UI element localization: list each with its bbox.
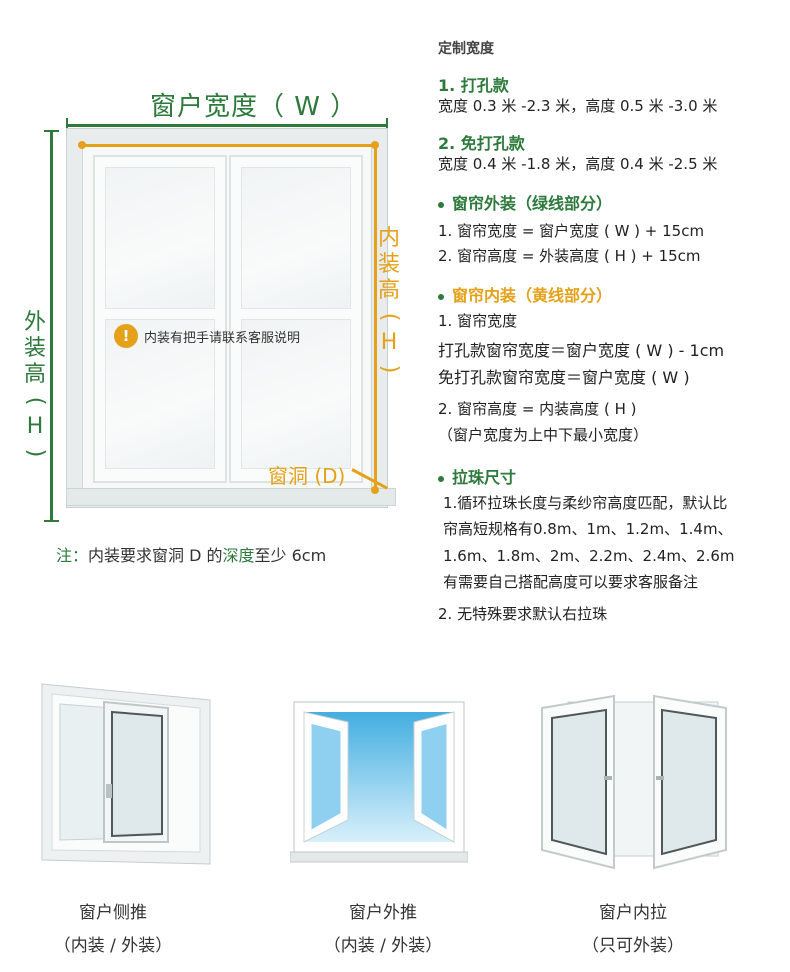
glass-pane [241,319,351,469]
bead-line: 有需要自己搭配高度可以要求客服备注 [443,573,699,591]
glass-pane [105,167,215,309]
inner-height-line [374,144,377,490]
outer-height-formula: 2. 窗帘高度 = 外装高度 ( H ) + 15cm [438,247,701,265]
type1-text: 宽度 0.3 米 -2.3 米，高度 0.5 米 -3.0 米 [438,97,718,115]
bead-line: 2. 无特殊要求默认右拉珠 [438,605,608,623]
bead-size-title: 拉珠尺寸 [438,464,516,488]
outward-window-caption: 窗户外推 （内装 / 外装） [323,903,443,956]
warning-icon: ! [114,324,138,348]
glass-pane [241,167,351,309]
notice-text: 内装有把手请联系客服说明 [144,330,301,346]
custom-width-title: 定制宽度 [438,41,494,57]
inner-line-dot [78,141,86,149]
inner-mount-title: 窗帘内装（黄线部分） [438,282,612,306]
bullet-icon [438,475,444,482]
left-sash [93,155,227,483]
width-dimension-line [66,118,388,133]
bullet-icon [438,293,444,300]
inner-width-drilled: 打孔款窗帘宽度＝窗户宽度 ( W ) - 1cm [438,341,725,360]
outer-mount-title: 窗帘外装（绿线部分） [438,190,612,214]
inner-width-line [82,144,372,147]
inner-height-label: 内 装 高 ( H ) [377,226,402,374]
inward-window-illustration [541,694,727,870]
handle-notice: ! 内装有把手请联系客服说明 [114,324,300,348]
inner-line-dot [371,486,379,494]
inward-window-caption: 窗户内拉 （只可外装） [582,903,684,956]
right-sash [229,155,363,483]
type2-text: 宽度 0.4 米 -1.8 米，高度 0.4 米 -2.5 米 [438,155,718,173]
bead-line: 1.6m、1.8m、2m、2.2m、2.4m、2.6m [443,547,735,565]
depth-note: 注：内装要求窗洞 D 的深度至少 6cm [56,546,327,565]
bead-line: 1.循环拉珠长度与柔纱帘高度匹配，默认比 [443,494,728,512]
depth-label: 窗洞 (D) [268,464,346,488]
inner-width-nodrill: 免打孔款窗帘宽度＝窗户宽度 ( W ) [438,368,690,387]
sliding-window-illustration [41,683,211,865]
outer-height-label: 外 装 高 ( H ) [23,310,48,458]
inner-line-dot [371,141,379,149]
outer-height-dimension-line [44,130,59,522]
type2-title: 2. 免打孔款 [438,134,525,153]
outward-window-illustration [290,701,468,863]
inner-height-formula: 2. 窗帘高度 = 内装高度 ( H ) [438,400,637,418]
inner-height-note: （窗户宽度为上中下最小宽度） [438,426,649,444]
outer-width-formula: 1. 窗帘宽度 = 窗户宽度 ( W ) + 15cm [438,222,705,240]
sliding-window-caption: 窗户侧推 （内装 / 外装） [53,903,173,956]
type1-title: 1. 打孔款 [438,76,509,95]
inner-width-heading: 1. 窗帘宽度 [438,312,518,330]
bullet-icon [438,201,444,208]
window-sill [66,488,396,506]
window-width-label: 窗户宽度（ W ） [150,92,358,122]
window-inner-frame [82,146,372,490]
bead-line: 帘高短规格有0.8m、1m、1.2m、1.4m、 [443,520,733,538]
